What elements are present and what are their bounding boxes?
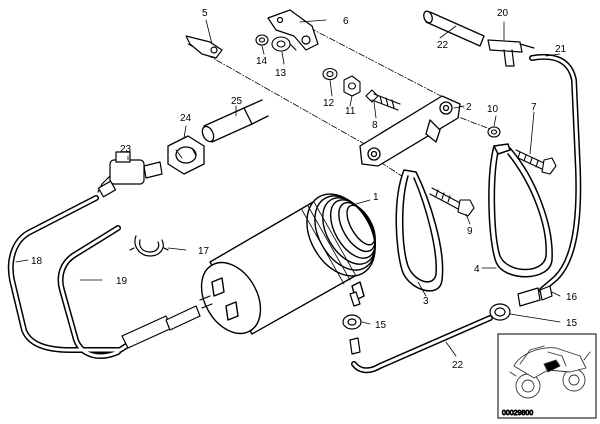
callout-8: 8 (372, 120, 378, 131)
clip-part (185, 35, 223, 59)
callout-14: 14 (256, 56, 268, 67)
grommet-part (255, 34, 297, 52)
bushing-part (487, 126, 501, 138)
bolt-lower-part (429, 187, 475, 217)
callout-15-lower: 15 (375, 320, 387, 331)
callout-3: 3 (423, 296, 429, 307)
hose-end-part (201, 99, 269, 143)
bolt-right-part (513, 149, 557, 175)
pipe-top-part (423, 10, 485, 47)
hose-left-inner (9, 196, 150, 358)
mounting-plate (359, 95, 461, 167)
callout-4: 4 (474, 264, 480, 275)
motorcycle-thumbnail (509, 345, 591, 399)
reference-number: 00029800 (502, 410, 533, 417)
callout-17: 17 (198, 246, 210, 257)
connector-left-part (121, 305, 201, 349)
strap-part (395, 143, 553, 292)
washer-nut-part (322, 67, 361, 97)
callout-6: 6 (343, 16, 349, 27)
fitting-lower-part (342, 291, 362, 355)
location-inset: 00029800 (497, 333, 597, 419)
callout-22-top: 22 (437, 40, 449, 51)
callout-16: 16 (566, 292, 578, 303)
hex-nut-part (167, 135, 205, 175)
callout-5: 5 (202, 8, 208, 19)
callout-7: 7 (531, 102, 537, 113)
tee-connector-part (487, 39, 535, 67)
bolt-part (365, 89, 401, 111)
callout-2: 2 (466, 102, 472, 113)
hose-left-part (7, 195, 151, 359)
leader-lines (15, 19, 561, 357)
callout-11: 11 (345, 106, 356, 117)
callout-24: 24 (180, 113, 192, 124)
callout-20: 20 (497, 8, 509, 19)
hose-lower-inner (352, 316, 492, 372)
callout-22-lower: 22 (452, 360, 464, 371)
callout-10: 10 (487, 104, 499, 115)
callout-19: 19 (116, 276, 128, 287)
callout-21: 21 (555, 44, 567, 55)
clamp-clip-part (129, 235, 169, 257)
callout-labels: 1 2 3 4 5 6 7 8 9 10 11 12 13 14 15 15 1… (31, 8, 578, 371)
fitting-right-part (489, 285, 553, 321)
callout-9: 9 (467, 226, 473, 237)
callout-1: 1 (373, 192, 379, 203)
callout-12: 12 (323, 98, 335, 109)
callout-15-right: 15 (566, 318, 578, 329)
bracket-part (267, 9, 319, 51)
valve-part (97, 151, 163, 198)
callout-13: 13 (275, 68, 287, 79)
callout-23: 23 (120, 144, 132, 155)
filter-canister (199, 193, 377, 335)
callout-18: 18 (31, 256, 43, 267)
hose-right-inner (530, 55, 580, 292)
callout-25: 25 (231, 96, 243, 107)
